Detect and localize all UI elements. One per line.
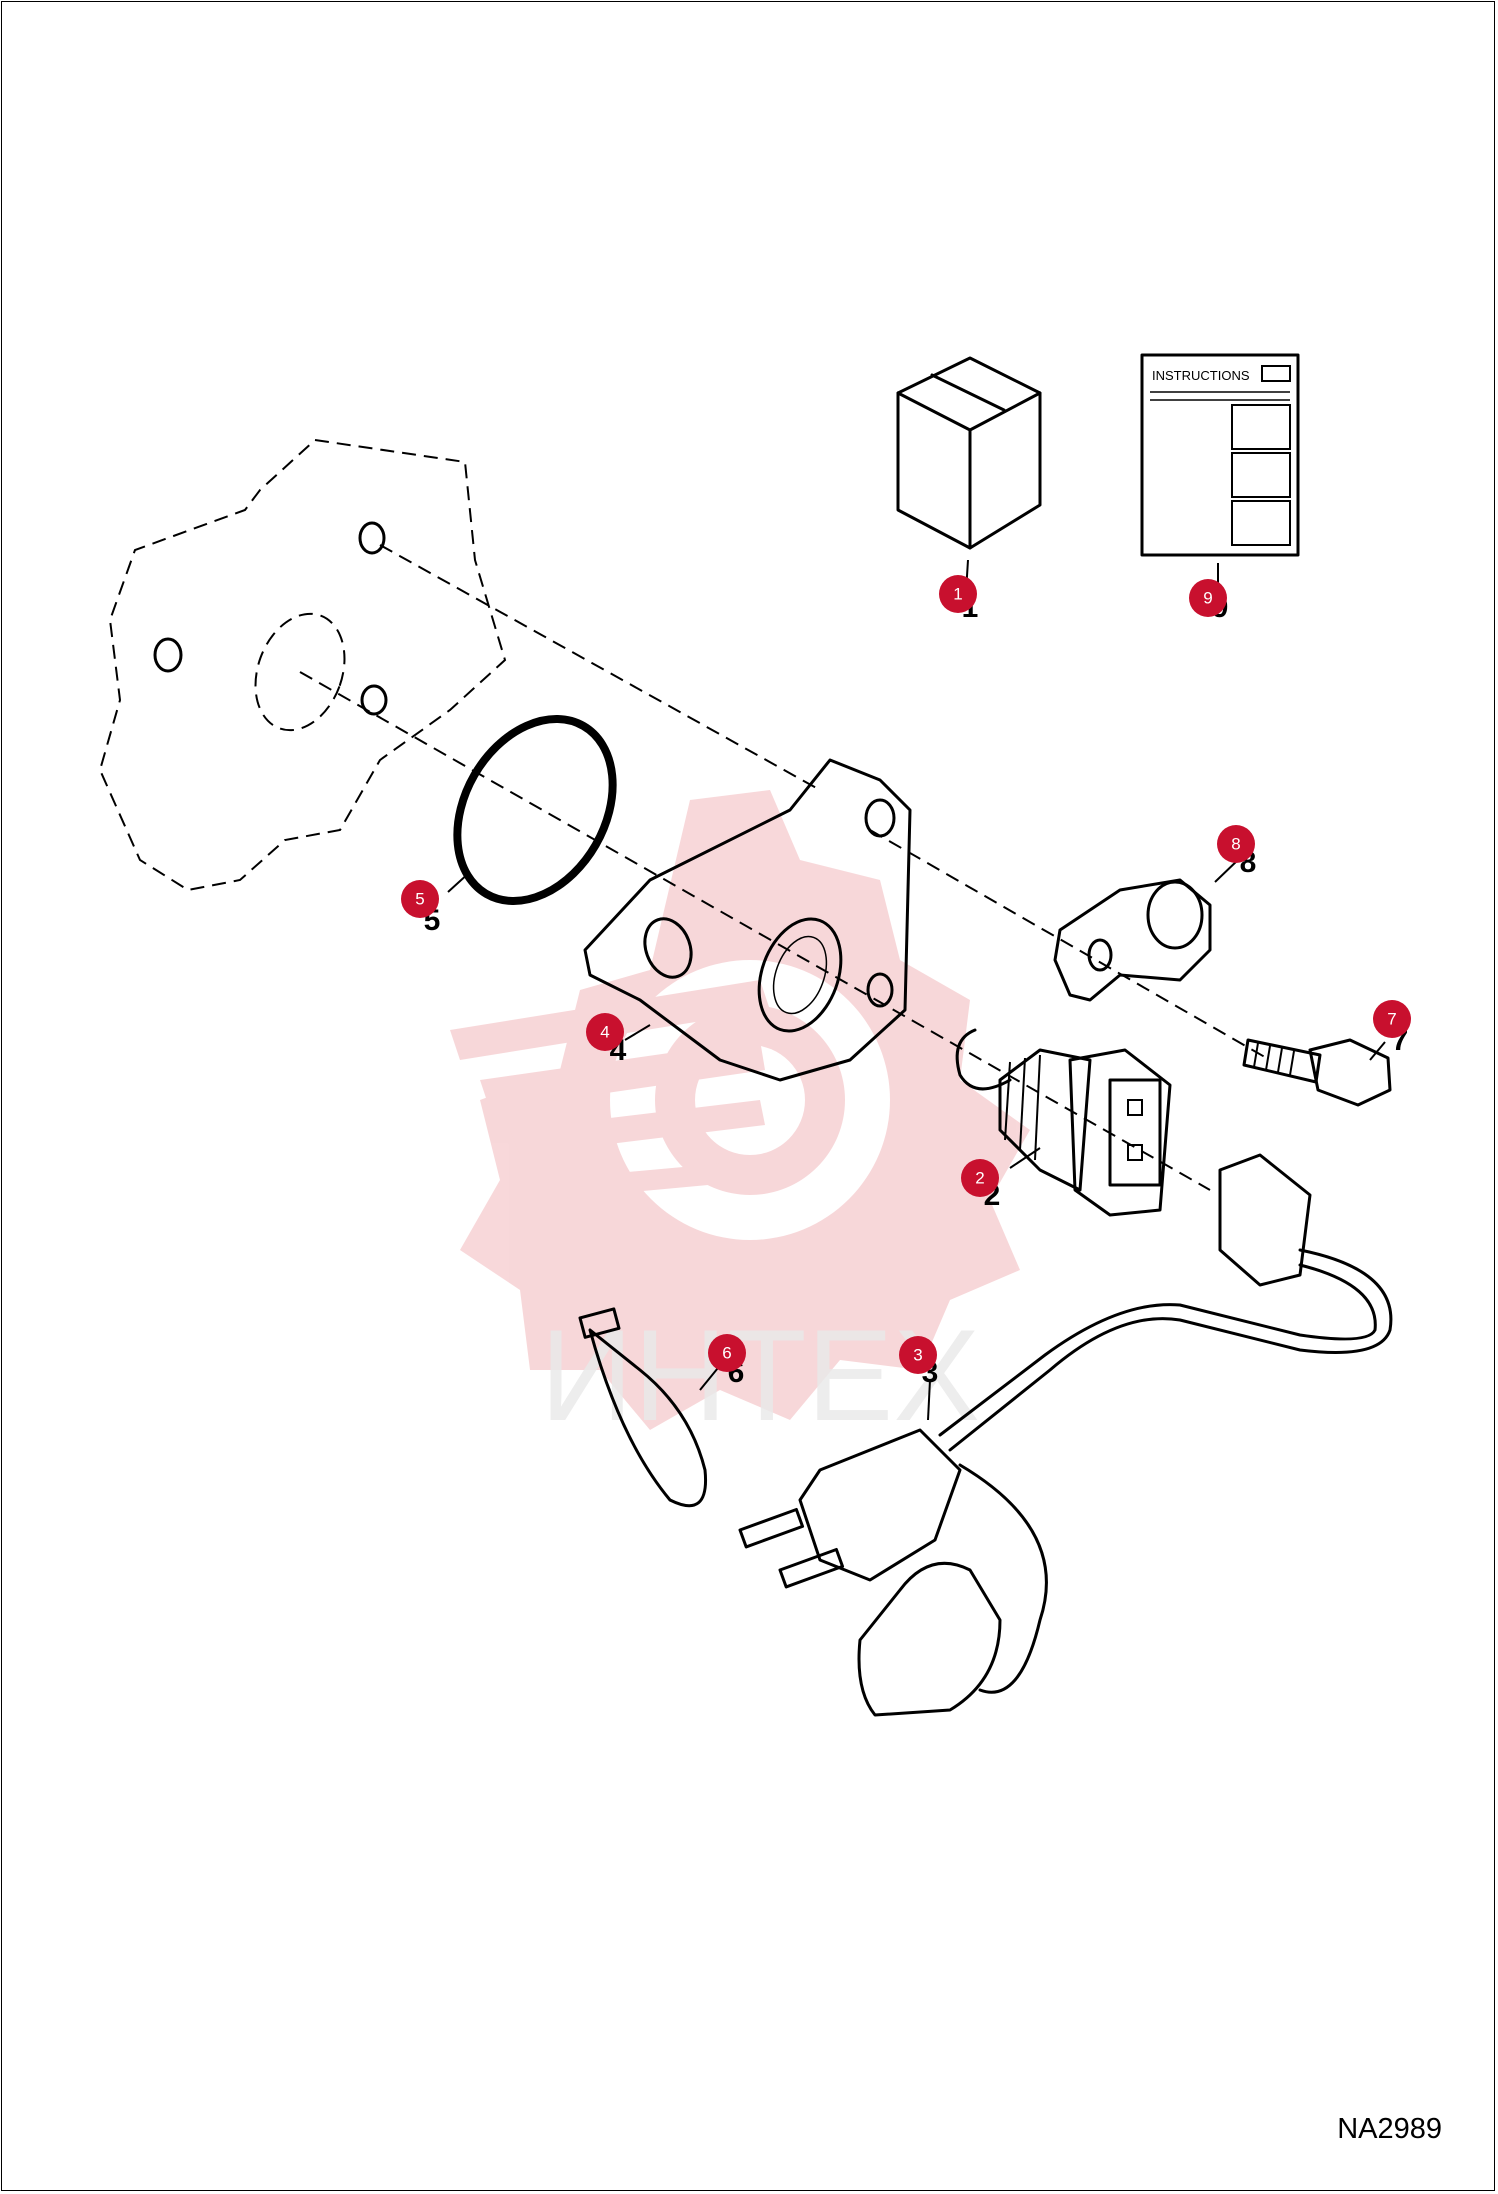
callout-3[interactable]: 3	[899, 1336, 937, 1374]
part-bolt	[1242, 1038, 1392, 1107]
engine-block-surface	[98, 438, 507, 892]
part-power-cord	[738, 1153, 1393, 1717]
callout-5[interactable]: 5	[401, 880, 439, 918]
callout-8-label: 8	[1231, 835, 1240, 854]
part-clamp	[1053, 878, 1212, 1002]
callout-8[interactable]: 8	[1217, 825, 1255, 863]
part-cable-tie	[578, 1307, 708, 1508]
watermark-logo: ИНТЕХ	[450, 790, 1030, 1448]
part-heater-element	[955, 1028, 1172, 1217]
callout-6-label: 6	[722, 1344, 731, 1363]
callout-6[interactable]: 6	[708, 1334, 746, 1372]
callout-9[interactable]: 9	[1189, 579, 1227, 617]
assembly-guide-lines	[299, 544, 1271, 1191]
callout-7[interactable]: 7	[1373, 1000, 1411, 1038]
part-heater-box	[896, 356, 1042, 550]
callout-4-label: 4	[600, 1023, 609, 1042]
part-instructions-sheet: INSTRUCTIONS	[1140, 353, 1300, 557]
callout-9-label: 9	[1203, 589, 1212, 608]
callout-1-label: 1	[953, 585, 962, 604]
instructions-label: INSTRUCTIONS	[1152, 368, 1250, 383]
part-o-ring	[453, 714, 617, 906]
callout-3-label: 3	[913, 1346, 922, 1365]
watermark-text: ИНТЕХ	[540, 1302, 980, 1448]
callout-2[interactable]: 2	[961, 1159, 999, 1197]
callout-7-label: 7	[1387, 1010, 1396, 1029]
drawing-code: NA2989	[1337, 2113, 1442, 2145]
callout-5-label: 5	[415, 890, 424, 909]
callout-4[interactable]: 4	[586, 1013, 624, 1051]
callout-2-label: 2	[975, 1169, 984, 1188]
part-adapter-flange	[583, 758, 912, 1082]
callout-1[interactable]: 1	[939, 575, 977, 613]
